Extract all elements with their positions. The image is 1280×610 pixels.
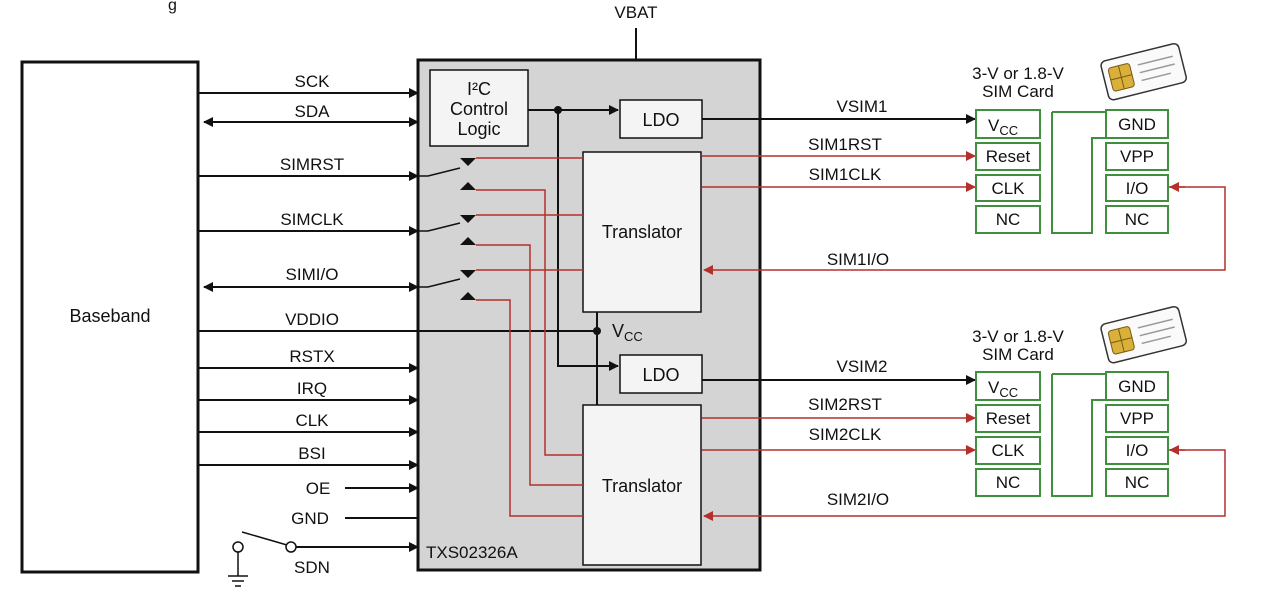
svg-text:GND: GND (1118, 377, 1156, 396)
svg-text:GND: GND (1118, 115, 1156, 134)
svg-text:VCC: VCC (988, 116, 1018, 138)
ldo2-block (619, 354, 703, 394)
sim1io-label: SIM1I/O (827, 250, 889, 269)
sim2rst-label: SIM2RST (808, 395, 882, 414)
internal-red-routing (476, 157, 583, 517)
sim2-card-title-line1: 3-V or 1.8-V (972, 327, 1064, 346)
internal-pin-routing (418, 167, 461, 288)
svg-text:I/O: I/O (1126, 441, 1149, 460)
translator1-label: Translator (602, 222, 682, 242)
buffer-triangles (460, 158, 476, 300)
irq-label: IRQ (297, 379, 327, 398)
simrst-label: SIMRST (280, 155, 344, 174)
svg-text:CLK: CLK (991, 179, 1025, 198)
header-fragment: g (168, 0, 177, 14)
rstx-label: RSTX (289, 347, 334, 366)
simio-label: SIMI/O (286, 265, 339, 284)
sim2io-label: SIM2I/O (827, 490, 889, 509)
svg-text:Reset: Reset (986, 147, 1031, 166)
sim-card-icon (1100, 305, 1187, 364)
baseband-label: Baseband (69, 306, 150, 326)
baseband-block (20, 60, 200, 574)
i2c-label-line1: I²C (467, 79, 491, 99)
sim-card-icon (1100, 42, 1187, 101)
ldo1-block (619, 99, 703, 139)
vddio-junction (593, 327, 601, 335)
ground-symbol (228, 575, 248, 587)
svg-text:NC: NC (996, 473, 1021, 492)
i2c-label-line2: Control (450, 99, 508, 119)
bsi-label: BSI (298, 444, 325, 463)
gnd-label: GND (291, 509, 329, 528)
i2c-control-logic-block (429, 69, 529, 147)
svg-text:NC: NC (1125, 473, 1150, 492)
translator2-label: Translator (602, 476, 682, 496)
sdn-switch (232, 531, 419, 576)
sim1io-line (703, 186, 1226, 275)
vsim2-label: VSIM2 (836, 357, 887, 376)
svg-text:VPP: VPP (1120, 409, 1154, 428)
i2c-label-line3: Logic (457, 119, 500, 139)
sim2io-line (703, 449, 1226, 521)
sim2clk-label: SIM2CLK (809, 425, 882, 444)
ldo2-label: LDO (642, 365, 679, 385)
sim1-card-title-line1: 3-V or 1.8-V (972, 64, 1064, 83)
svg-text:VCC: VCC (988, 378, 1018, 400)
vsim1-label: VSIM1 (836, 97, 887, 116)
clk-label: CLK (295, 411, 329, 430)
oe-label: OE (306, 479, 331, 498)
translator2-block (582, 404, 702, 566)
sim2-card-title-line2: SIM Card (982, 345, 1054, 364)
vddio-label: VDDIO (285, 310, 339, 329)
sim-card-2: 3-V or 1.8-V SIM Card VCC Reset CLK NC G… (972, 305, 1187, 497)
svg-text:CLK: CLK (991, 441, 1025, 460)
sim1clk-label: SIM1CLK (809, 165, 882, 184)
sda-label: SDA (295, 102, 331, 121)
svg-text:NC: NC (1125, 210, 1150, 229)
translator1-block (582, 151, 702, 313)
sdn-label: SDN (294, 558, 330, 577)
vbat-label: VBAT (614, 3, 657, 22)
simclk-label: SIMCLK (280, 210, 344, 229)
sck-label: SCK (295, 72, 331, 91)
svg-text:I/O: I/O (1126, 179, 1149, 198)
sim-card-1: 3-V or 1.8-V SIM Card VCC Reset CLK NC G… (972, 42, 1187, 234)
svg-text:VPP: VPP (1120, 147, 1154, 166)
vcc-internal-label: VCC (612, 321, 643, 344)
ldo1-label: LDO (642, 110, 679, 130)
sim1rst-label: SIM1RST (808, 135, 882, 154)
sim1-card-title-line2: SIM Card (982, 82, 1054, 101)
svg-text:Reset: Reset (986, 409, 1031, 428)
chip-name: TXS02326A (426, 543, 518, 562)
svg-text:NC: NC (996, 210, 1021, 229)
